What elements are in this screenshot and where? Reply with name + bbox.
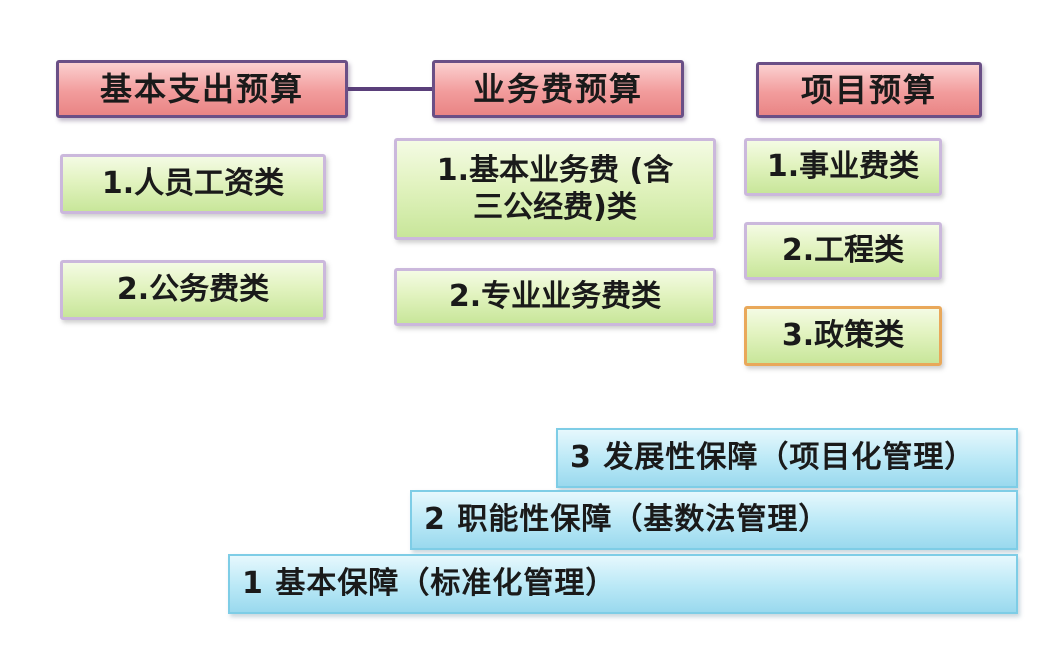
tier-basic-guarantee: 1 基本保障（标准化管理）	[228, 554, 1018, 614]
item-professional-business-fee: 2.专业业务费类	[394, 268, 716, 326]
header-business-expense-budget: 业务费预算	[432, 60, 684, 118]
item-public-affairs: 2.公务费类	[60, 260, 326, 320]
item-basic-business-fee-line2: 三公经费)类	[473, 190, 637, 225]
item-policy: 3.政策类	[744, 306, 942, 366]
tier-functional-guarantee: 2 职能性保障（基数法管理）	[410, 490, 1018, 550]
header-project-budget: 项目预算	[756, 62, 982, 118]
header-basic-expenditure-budget: 基本支出预算	[56, 60, 348, 118]
item-basic-business-fee-line1: 1.基本业务费 (含	[436, 152, 674, 188]
item-basic-business-fee: 1.基本业务费 (含 三公经费)类	[394, 138, 716, 240]
tier-developmental-guarantee: 3 发展性保障（项目化管理）	[556, 428, 1018, 488]
item-undertaking-fee: 1.事业费类	[744, 138, 942, 196]
item-personnel-salary: 1.人员工资类	[60, 154, 326, 214]
item-engineering: 2.工程类	[744, 222, 942, 280]
header-connector-line	[348, 87, 432, 91]
